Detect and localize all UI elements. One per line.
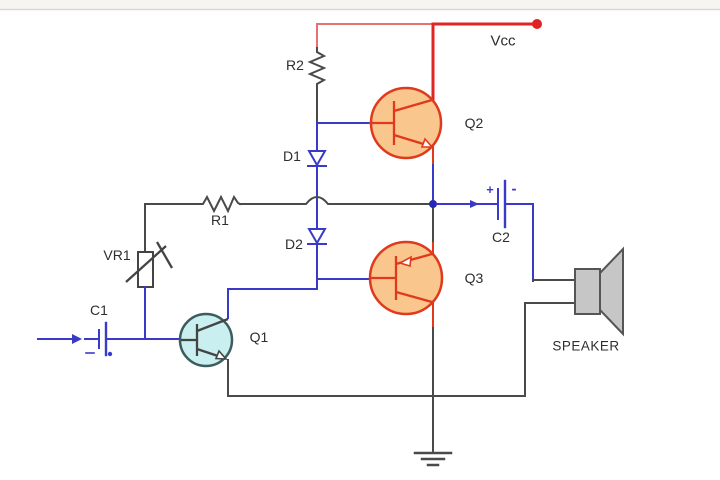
c2-flow-arrow-icon xyxy=(470,200,479,208)
q2-collector-lead xyxy=(393,98,433,113)
d2-label: D2 xyxy=(285,236,303,252)
resistor-r2: R2 xyxy=(286,47,327,124)
vcc-power-rail: Vcc xyxy=(316,19,542,103)
wire-r2-to-rail xyxy=(316,23,434,49)
diode-d1: D1 xyxy=(283,148,327,168)
wire-c2-to-speaker xyxy=(506,203,534,282)
resistor-r1: R1 xyxy=(144,194,432,253)
c1-plus-dot xyxy=(107,351,113,357)
vr1-wiper-arrow xyxy=(125,245,167,283)
q3-label: Q3 xyxy=(465,270,484,286)
speaker-bottom-lead xyxy=(524,302,576,397)
ground-rail xyxy=(227,395,526,467)
vcc-label: Vcc xyxy=(490,33,516,50)
speaker-magnet-icon xyxy=(574,268,601,315)
vr1-wiper-crossbar xyxy=(156,241,173,269)
q3-collector-lead xyxy=(395,290,433,304)
output-node-dot xyxy=(429,200,437,208)
speaker: SPEAKER xyxy=(524,246,624,397)
r2-zigzag xyxy=(307,47,327,89)
input-capacitor-c1: C1 xyxy=(37,302,181,357)
q1-collector-lead xyxy=(196,317,229,333)
ground-symbol xyxy=(413,451,453,467)
vcc-terminal-dot xyxy=(532,19,542,29)
d1-label: D1 xyxy=(283,148,301,164)
bias-chain: D1 D2 xyxy=(283,122,369,290)
c2-plus-sign: + xyxy=(486,183,493,197)
q1-emitter-arrow-icon xyxy=(214,349,228,360)
wire-q1-to-q3-base xyxy=(227,278,371,290)
input-arrow-icon xyxy=(72,334,82,344)
top-border-strip xyxy=(0,0,720,11)
r1-right-lead-with-hop xyxy=(239,196,432,205)
diode-d2: D2 xyxy=(285,228,327,252)
r1-label: R1 xyxy=(211,212,229,228)
q2-label: Q2 xyxy=(465,115,484,131)
c1-label: C1 xyxy=(90,302,108,318)
speaker-label: SPEAKER xyxy=(552,339,619,354)
variable-resistor-vr1: VR1 xyxy=(103,241,173,340)
transistor-q3: Q3 xyxy=(368,207,484,397)
top-strip-bg xyxy=(0,0,720,9)
r2-label: R2 xyxy=(286,57,304,73)
c2-minus-sign: - xyxy=(512,181,517,198)
speaker-cone-icon xyxy=(599,246,624,337)
d2-triangle xyxy=(307,228,327,246)
output-capacitor-c2: + - C2 xyxy=(436,179,534,282)
q3-emitter-arrow-icon xyxy=(397,255,412,268)
transistor-q1: Q1 xyxy=(178,288,269,397)
vr1-label: VR1 xyxy=(103,247,130,263)
c2-label: C2 xyxy=(492,229,510,245)
r1-zigzag xyxy=(199,194,242,214)
transistor-q2: Q2 xyxy=(369,86,484,202)
q2-emitter-arrow-icon xyxy=(420,137,434,148)
q1-label: Q1 xyxy=(250,329,269,345)
d1-triangle xyxy=(307,150,327,168)
